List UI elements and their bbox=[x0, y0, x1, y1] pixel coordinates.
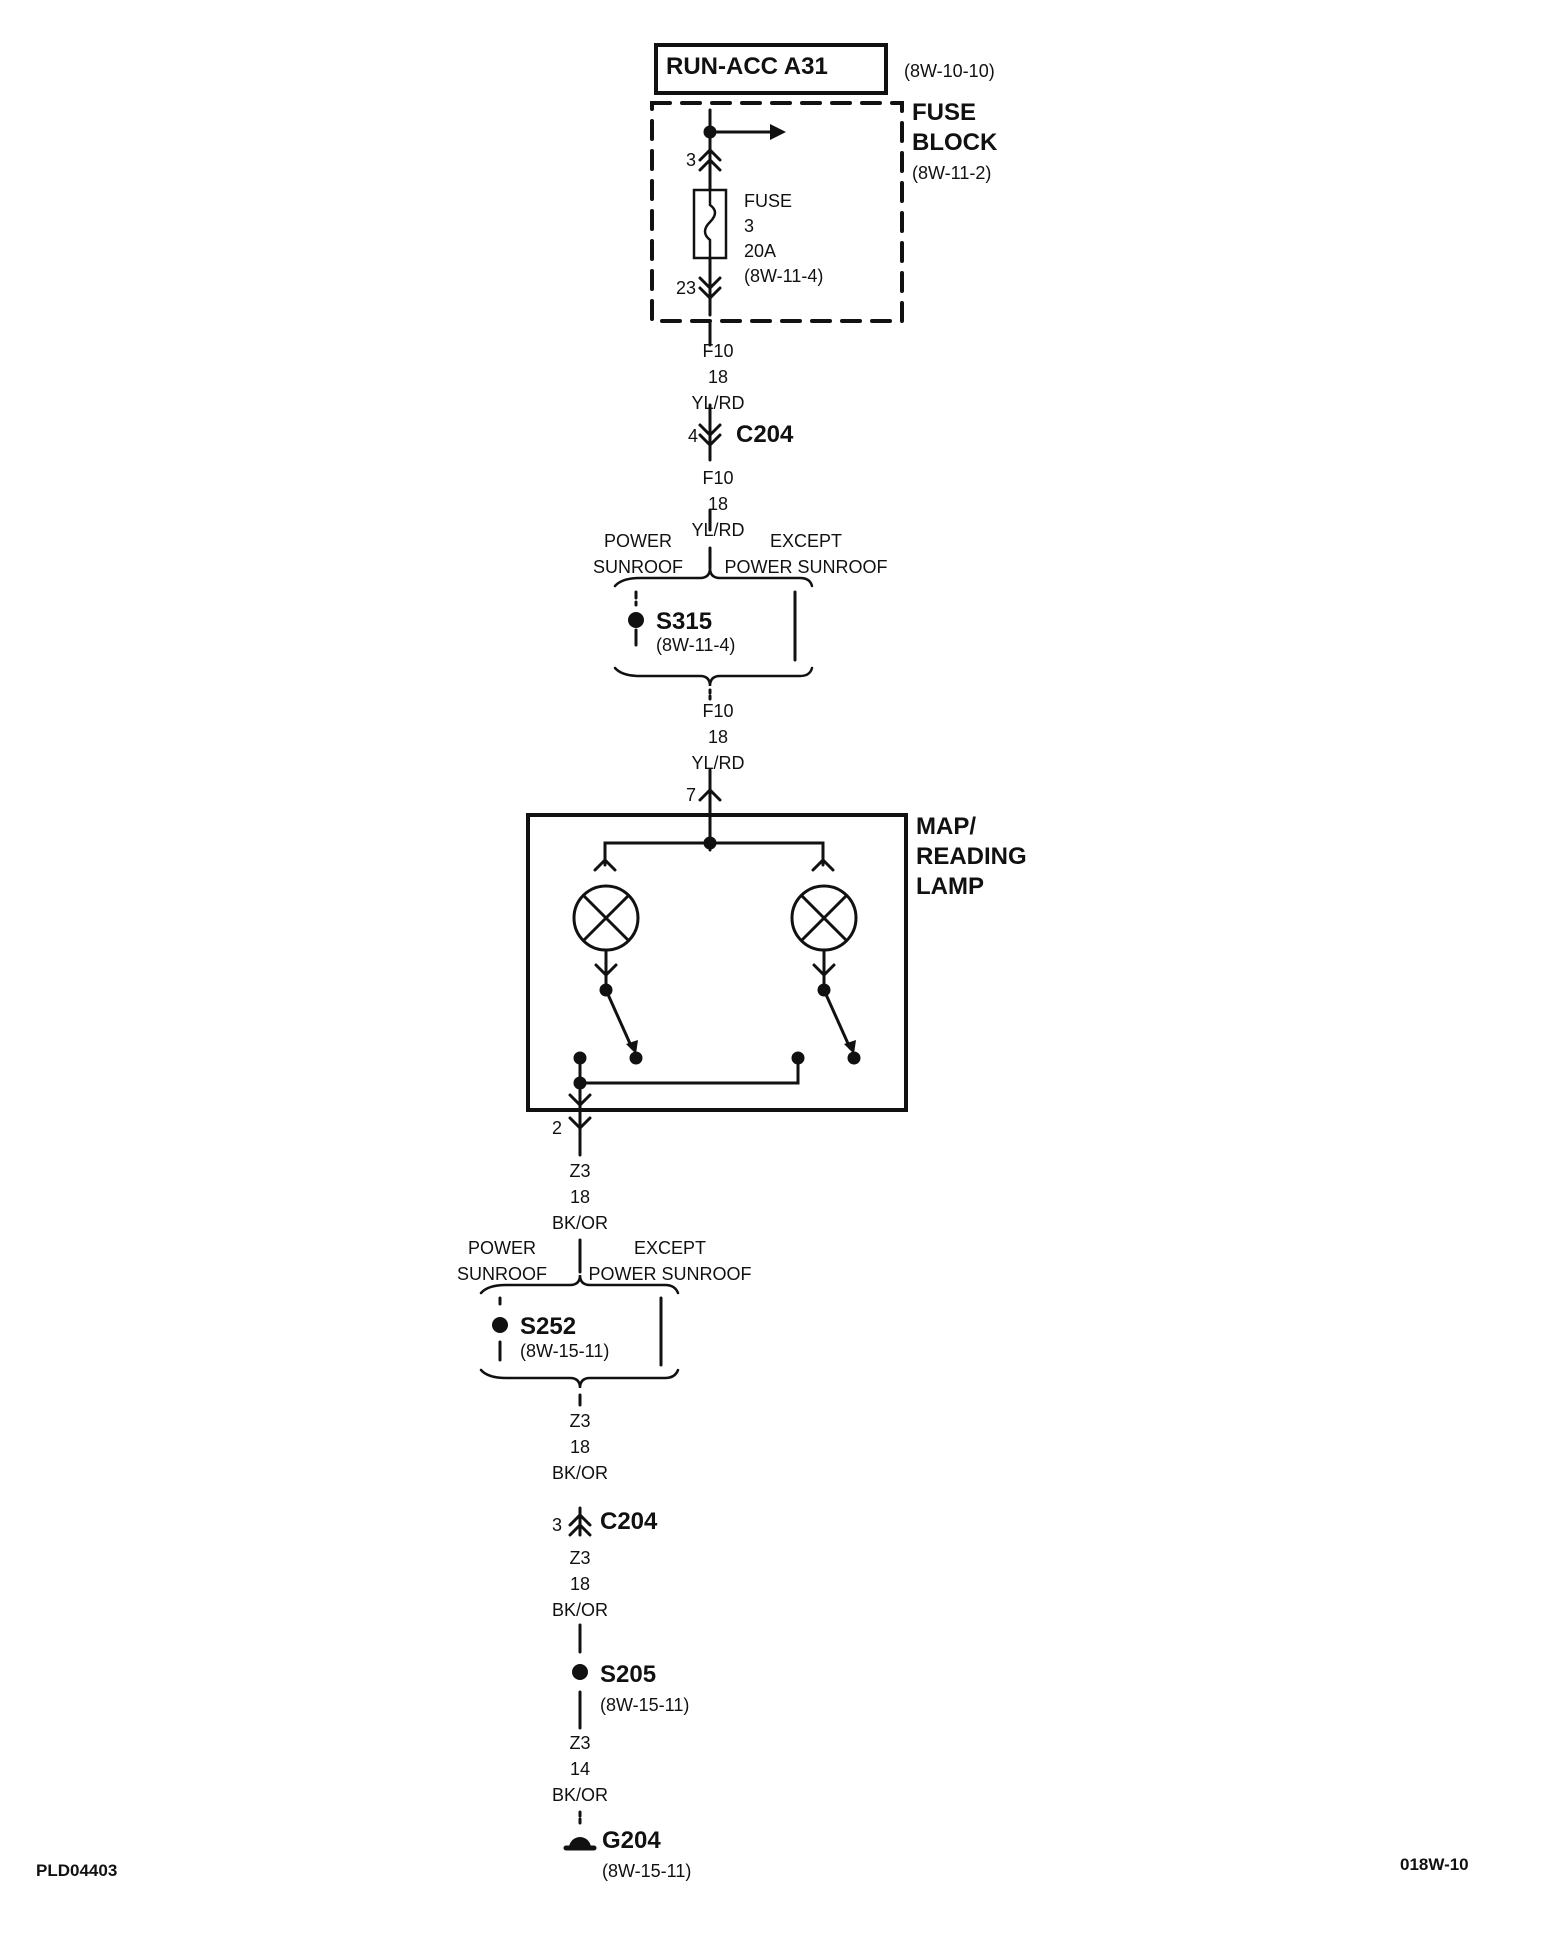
wire-f10-a: F10 18 YL/RD bbox=[691, 338, 744, 416]
wire-circuit: F10 bbox=[702, 341, 734, 361]
wire-circuit: F10 bbox=[702, 468, 734, 488]
s205-name: S205 bbox=[600, 1661, 657, 1688]
wire-gauge: 18 bbox=[707, 367, 729, 387]
map-lamp-pin-out: 2 bbox=[552, 1118, 563, 1138]
s252-ref: (8W-15-11) bbox=[520, 1341, 610, 1361]
s205-ref: (8W-15-11) bbox=[600, 1695, 690, 1715]
option-label: POWER bbox=[467, 1238, 536, 1258]
s315-ref: (8W-11-4) bbox=[656, 635, 736, 655]
left-switch bbox=[604, 988, 634, 1050]
option-label: POWER SUNROOF bbox=[588, 1264, 752, 1284]
wire-circuit: Z3 bbox=[569, 1733, 591, 1753]
wire-gauge: 18 bbox=[707, 494, 729, 514]
footer-left-code: PLD04403 bbox=[36, 1861, 118, 1880]
option-top-right: EXCEPT POWER SUNROOF bbox=[724, 528, 887, 580]
power-source-box bbox=[654, 43, 888, 95]
wire-gauge: 18 bbox=[707, 727, 729, 747]
wire-z3-c: Z3 18 BK/OR bbox=[552, 1545, 608, 1623]
wire-color: YL/RD bbox=[691, 753, 745, 773]
c204-top-pin: 4 bbox=[688, 426, 699, 446]
power-source-label: RUN-ACC A31 bbox=[666, 53, 828, 80]
g204-ref: (8W-15-11) bbox=[602, 1861, 692, 1881]
option-label: EXCEPT bbox=[769, 531, 843, 551]
s252-dot bbox=[492, 1317, 508, 1333]
wire-circuit: Z3 bbox=[569, 1161, 591, 1181]
map-lamp-title-3: LAMP bbox=[916, 873, 984, 900]
wire-color: BK/OR bbox=[551, 1213, 609, 1233]
g204-name: G204 bbox=[602, 1827, 661, 1854]
wire-f10-b: F10 18 YL/RD bbox=[691, 465, 744, 543]
wire-color: YL/RD bbox=[691, 393, 745, 413]
fuse-block-title-1: FUSE bbox=[912, 99, 977, 126]
wire-circuit: Z3 bbox=[569, 1411, 591, 1431]
option-label: SUNROOF bbox=[593, 557, 683, 577]
map-lamp-title-1: MAP/ bbox=[916, 813, 976, 840]
s205-dot bbox=[572, 1664, 588, 1680]
wire-gauge: 14 bbox=[569, 1759, 591, 1779]
option-label: POWER bbox=[603, 531, 672, 551]
s315-dot bbox=[628, 612, 644, 628]
wire-f10-c: F10 18 YL/RD bbox=[691, 698, 744, 776]
fuse-ref: (8W-11-4) bbox=[744, 266, 824, 286]
s315-name: S315 bbox=[656, 608, 713, 635]
fuse-block-title-2: BLOCK bbox=[912, 129, 998, 156]
option-bottom-right: EXCEPT POWER SUNROOF bbox=[588, 1235, 751, 1287]
c204-top-name: C204 bbox=[736, 421, 794, 448]
c204-bottom-name: C204 bbox=[600, 1508, 658, 1535]
wire-gauge: 18 bbox=[569, 1437, 591, 1457]
c204-bottom-pin: 3 bbox=[552, 1515, 563, 1535]
wire-z3-b: Z3 18 BK/OR bbox=[552, 1408, 608, 1486]
map-lamp-title-2: READING bbox=[916, 843, 1027, 870]
wire-z3-a: Z3 18 BK/OR bbox=[552, 1158, 608, 1236]
fuse-rating: 20A bbox=[744, 241, 777, 261]
s252-name: S252 bbox=[520, 1313, 577, 1340]
map-lamp-box bbox=[526, 813, 908, 1112]
wire-circuit: Z3 bbox=[569, 1548, 591, 1568]
wire-z3-d: Z3 14 BK/OR bbox=[552, 1730, 608, 1808]
fuse-block-ref: (8W-11-2) bbox=[912, 163, 992, 183]
wire-gauge: 18 bbox=[569, 1574, 591, 1594]
fuse-block-outline bbox=[650, 101, 904, 323]
wire-circuit: F10 bbox=[702, 701, 734, 721]
wire-gauge: 18 bbox=[569, 1187, 591, 1207]
option-label: SUNROOF bbox=[457, 1264, 547, 1284]
right-switch bbox=[822, 988, 852, 1050]
wire-color: BK/OR bbox=[551, 1463, 609, 1483]
wire-color: BK/OR bbox=[551, 1600, 609, 1620]
option-top-left: POWER SUNROOF bbox=[593, 528, 683, 580]
fuse-block-pin-in: 3 bbox=[686, 150, 697, 170]
option-label: EXCEPT bbox=[633, 1238, 707, 1258]
option-bottom-left: POWER SUNROOF bbox=[457, 1235, 547, 1287]
fuse-label-1: FUSE bbox=[744, 191, 793, 211]
wire-color: YL/RD bbox=[691, 520, 745, 540]
wire-color: BK/OR bbox=[551, 1785, 609, 1805]
fuse-label-2: 3 bbox=[744, 216, 755, 236]
option-label: POWER SUNROOF bbox=[724, 557, 888, 577]
map-lamp-pin-in: 7 bbox=[686, 785, 697, 805]
fuse-block-pin-out: 23 bbox=[676, 278, 697, 298]
footer-right-code: 018W-10 bbox=[1400, 1855, 1469, 1874]
power-source-ref: (8W-10-10) bbox=[904, 61, 995, 81]
